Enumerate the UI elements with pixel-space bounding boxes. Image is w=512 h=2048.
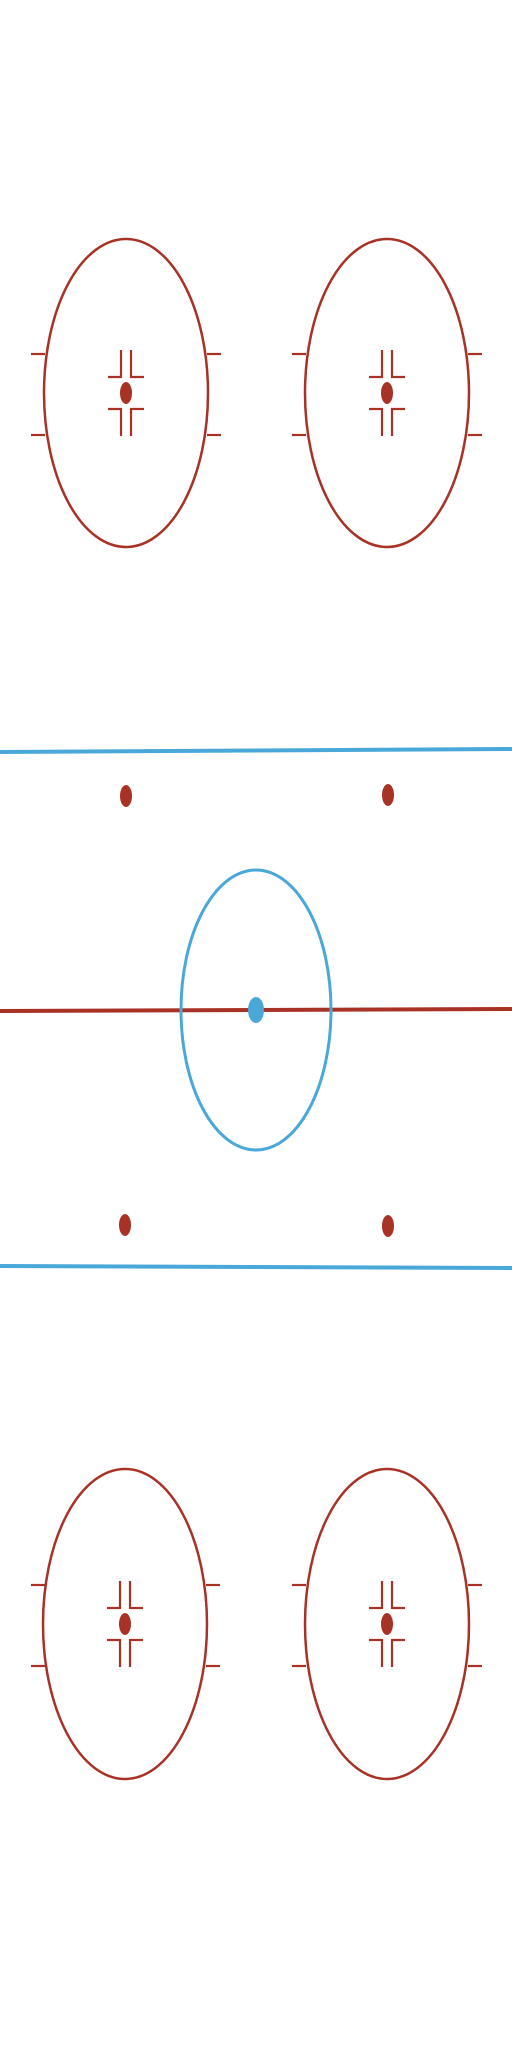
faceoff-circle-bottom-right: [292, 1467, 482, 1781]
center-dot: [248, 997, 264, 1023]
neutral-zone-dot-top-right: [382, 784, 394, 806]
hash-marks: [292, 1583, 482, 1668]
neutral-zone-dot-top-left: [120, 785, 132, 807]
faceoff-circle-bottom-left: [31, 1467, 220, 1781]
faceoff-dot: [119, 1613, 131, 1635]
faceoff-circle-top-right: [292, 237, 482, 549]
faceoff-dot: [381, 1613, 393, 1635]
faceoff-dot: [120, 382, 132, 404]
faceoff-circle-ring: [42, 237, 210, 549]
neutral-zone-dot-bottom-left: [119, 1214, 131, 1236]
l-marks: [369, 350, 405, 436]
l-marks: [107, 1581, 143, 1667]
faceoff-circle-ring: [41, 1467, 209, 1781]
faceoff-circle-ring: [303, 237, 471, 549]
faceoff-circle-ring: [303, 1467, 471, 1781]
hash-marks: [31, 1583, 220, 1668]
faceoff-circle-top-left: [31, 237, 221, 549]
hash-marks: [31, 352, 221, 437]
faceoff-dot: [381, 382, 393, 404]
center-circle: [179, 868, 333, 1152]
neutral-zone-dot-bottom-right: [382, 1215, 394, 1237]
blue-line-bottom: [0, 1264, 512, 1270]
blue-line-top: [0, 747, 512, 754]
l-marks: [369, 1581, 405, 1667]
hash-marks: [292, 352, 482, 437]
l-marks: [108, 350, 144, 436]
